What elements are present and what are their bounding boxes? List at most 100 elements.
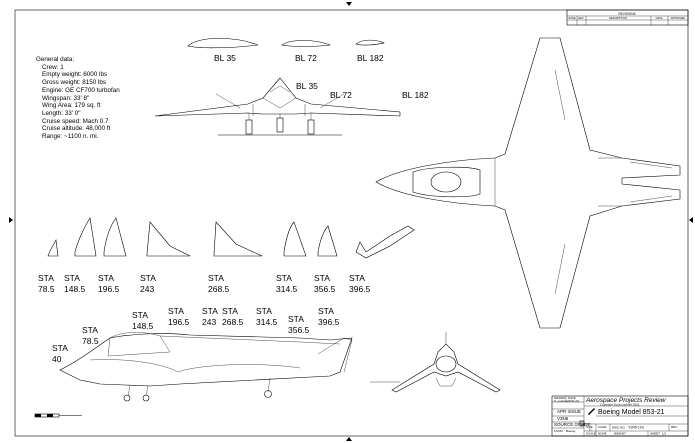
rev-col-description: DESCRIPTION (609, 16, 627, 20)
station-prefix: STA (140, 273, 156, 283)
front-view-upper: BL 35 BL 72 BL 182 (154, 77, 429, 136)
tb-sheet: 1/1 (662, 432, 667, 436)
station-prefix: STA (276, 273, 292, 283)
general-data-item: Length: 33' 0" (42, 109, 81, 117)
general-data-item: Empty weight: 6000 lbs (42, 71, 108, 79)
tb-cage-label: CAGE (598, 425, 607, 429)
side-station-value: 268.5 (222, 317, 244, 327)
tb-rev-label: REV (671, 425, 677, 429)
cross-sections (47, 217, 415, 259)
revisions-title: REVISIONS (618, 12, 635, 16)
side-view (59, 332, 353, 402)
side-station-value: 40 (52, 354, 62, 364)
station-value: 356.5 (314, 284, 336, 294)
station-prefix: STA (314, 273, 330, 283)
side-station-value: 148.5 (132, 321, 154, 331)
tb-apr-issue: APR ISSUE (557, 409, 581, 414)
airfoil-bl35 (187, 38, 259, 49)
logo-icon (588, 408, 595, 415)
tb-size-label: SIZE (586, 425, 593, 429)
rev-col-zone: ZONE (568, 16, 575, 20)
airfoil-label-bl35: BL 35 (214, 53, 236, 63)
airfoil-bl72 (281, 40, 332, 47)
side-station-value: 396.5 (318, 317, 340, 327)
side-station-prefix: STA (318, 306, 334, 316)
side-station-prefix: STA (168, 306, 184, 316)
tb-fscm: Boeing (566, 429, 576, 433)
station-prefix: STA (349, 273, 365, 283)
side-station-value: 243 (202, 317, 216, 327)
general-data-item: Wingspan: 33' 8" (42, 94, 90, 102)
side-station-prefix: STA (222, 306, 238, 316)
side-station-prefix: STA (202, 306, 218, 316)
airfoil-bl182 (355, 39, 385, 46)
tb-fscm-label: FSCM (554, 429, 563, 433)
tb-issue-no: V3N5 (557, 416, 569, 421)
front-label-bl35: BL 35 (296, 81, 318, 91)
general-data-item: Engine: GE CF700 turbofan (42, 86, 120, 94)
station-value: 243 (140, 284, 154, 294)
tb-weight-label: WEIGHT (614, 432, 626, 436)
station-value: 396.5 (349, 284, 371, 294)
plan-view (375, 37, 681, 329)
general-data: General data: Crew: 1 Empty weight: 6000… (36, 56, 120, 141)
tb-size: C (589, 428, 592, 432)
station-value: 148.5 (64, 284, 86, 294)
general-data-item: Wing Area: 179 sq. ft (42, 102, 101, 110)
tb-title: Boeing Model 853-21 (598, 409, 665, 416)
station-value: 196.5 (98, 284, 120, 294)
general-data-item: Cruise speed: Mach 0.7 (42, 117, 109, 125)
scale-bar (34, 413, 82, 418)
right-center-mark (689, 217, 693, 223)
tb-scale: NONE (598, 432, 607, 436)
station-labels: STA78.5STA148.5STA196.5STA243STA268.5STA… (38, 273, 371, 294)
tb-source-grade-label: SOURCE GRADE (554, 422, 591, 427)
airfoil-label-bl72: BL 72 (295, 53, 317, 63)
tb-scale-label: SCALE (586, 432, 596, 436)
tb-source-grade: B (581, 422, 584, 427)
front-label-bl182: BL 182 (402, 90, 429, 100)
left-center-mark (9, 217, 13, 223)
side-station-value: 314.5 (256, 317, 278, 327)
general-data-item: Gross weight: 8150 lbs (42, 79, 107, 87)
revisions-block: REVISIONS ZONE REV DESCRIPTION DATE APPR… (566, 9, 689, 26)
side-station-prefix: STA (82, 325, 98, 335)
front-label-bl72: BL 72 (330, 90, 352, 100)
station-value: 268.5 (208, 284, 230, 294)
side-station-prefix: STA (256, 306, 272, 316)
tb-drawn-by: S. Lochner (554, 399, 569, 403)
tb-date-label: DATE (568, 396, 576, 400)
tb-dwg-no-label: DWG NO. (612, 426, 626, 430)
station-prefix: STA (208, 273, 224, 283)
bottom-center-mark (346, 437, 352, 441)
general-data-heading: General data: (36, 56, 75, 63)
station-prefix: STA (38, 273, 54, 283)
tb-dwg-no: Y2N5-103 (628, 426, 644, 430)
title-block: DRAWN S. Lochner DATE 2021-02 Aerospace … (551, 395, 689, 437)
side-station-prefix: STA (132, 310, 148, 320)
tb-copyright: Copyright Scott Lochner 2021 (600, 403, 640, 407)
station-prefix: STA (64, 273, 80, 283)
airfoil-sections: BL 35 BL 72 BL 182 (187, 38, 385, 63)
general-data-item: Crew: 1 (42, 63, 64, 71)
general-data-item: Range: ~1100 n. mi. (42, 133, 99, 141)
sheet-border (14, 9, 689, 437)
side-station-prefix: STA (52, 343, 68, 353)
general-data-item: Cruise altitude: 48,000 ft (42, 125, 111, 133)
tb-sheet-label: SHEET (650, 432, 660, 436)
rev-col-rev: REV (578, 16, 584, 20)
airfoil-label-bl182: BL 182 (357, 53, 384, 63)
station-value: 314.5 (276, 284, 298, 294)
rear-view (370, 332, 501, 393)
top-center-mark (346, 2, 352, 6)
rev-col-approved: APPROVED (671, 16, 686, 20)
tb-date: 2021-02 (568, 399, 579, 403)
station-value: 78.5 (38, 284, 55, 294)
rev-col-date: DATE (656, 16, 663, 20)
side-station-value: 78.5 (82, 336, 99, 346)
tb-company: Aerospace Projects Review (585, 397, 667, 404)
side-station-value: 356.5 (288, 325, 310, 335)
side-station-labels: STA40STA78.5STA148.5STA196.5STA243STA268… (52, 306, 340, 364)
station-prefix: STA (98, 273, 114, 283)
